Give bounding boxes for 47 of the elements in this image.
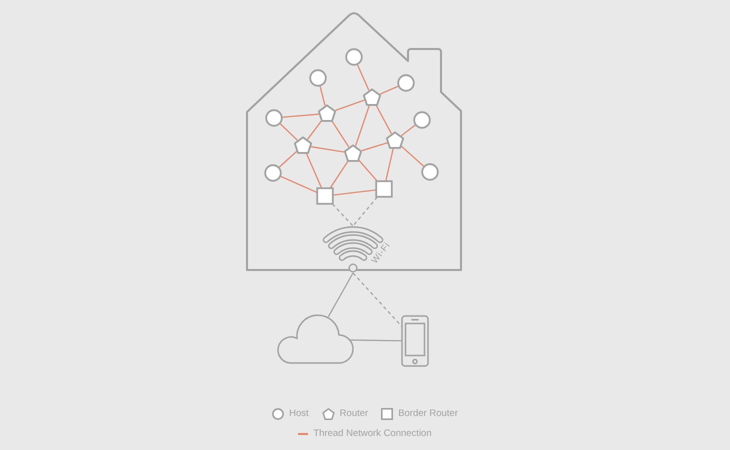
host-circle-icon: [421, 163, 439, 181]
connector-line: [362, 142, 388, 152]
legend-label: Thread Network Connection: [313, 428, 432, 440]
host-circle-icon: [309, 69, 327, 87]
connector-line: [332, 189, 376, 196]
connector-line: [307, 120, 322, 140]
router-pentagon-icon: [362, 88, 382, 106]
connector-line: [349, 339, 402, 342]
dashed-connector: [352, 196, 378, 226]
router-pentagon-icon: [343, 144, 363, 162]
cloud-icon: [277, 314, 354, 365]
connector-line: [330, 160, 348, 188]
connector-line: [332, 120, 350, 148]
connector-line: [280, 176, 318, 193]
dashed-connector: [332, 204, 354, 226]
host-circle-icon: [345, 48, 363, 66]
router-pentagon-icon: [385, 130, 405, 150]
host-circle-icon: [264, 164, 282, 182]
connector-line: [282, 114, 320, 118]
connector-line: [335, 99, 366, 111]
host-circle-icon: [397, 74, 415, 92]
router-pentagon-icon: [317, 104, 337, 122]
connector-line: [328, 272, 354, 318]
border-router-square-icon: [375, 180, 393, 198]
legend-label: Router: [340, 408, 368, 420]
connector-line: [376, 104, 392, 134]
connector-line: [356, 64, 370, 91]
connector-line: [280, 123, 298, 141]
legend-label: Border Router: [398, 408, 458, 420]
host-circle-icon: [413, 111, 431, 129]
host-circle-icon: [265, 109, 283, 127]
connector-line: [278, 150, 298, 168]
smartphone-icon: [401, 315, 429, 367]
router-pentagon-icon: [293, 136, 313, 154]
connector-line: [400, 146, 424, 167]
connector-line: [385, 148, 394, 182]
connector-line: [310, 146, 345, 153]
connector-line: [380, 86, 398, 95]
connector-line: [320, 86, 326, 106]
connector-line: [400, 124, 416, 136]
house-outline: [246, 9, 463, 272]
connector-line: [358, 160, 378, 182]
legend-label: Host: [289, 408, 309, 420]
dashed-connector: [352, 272, 402, 328]
connector-line: [354, 104, 370, 146]
connector-line: [306, 152, 322, 188]
border-router-square-icon: [316, 187, 334, 205]
